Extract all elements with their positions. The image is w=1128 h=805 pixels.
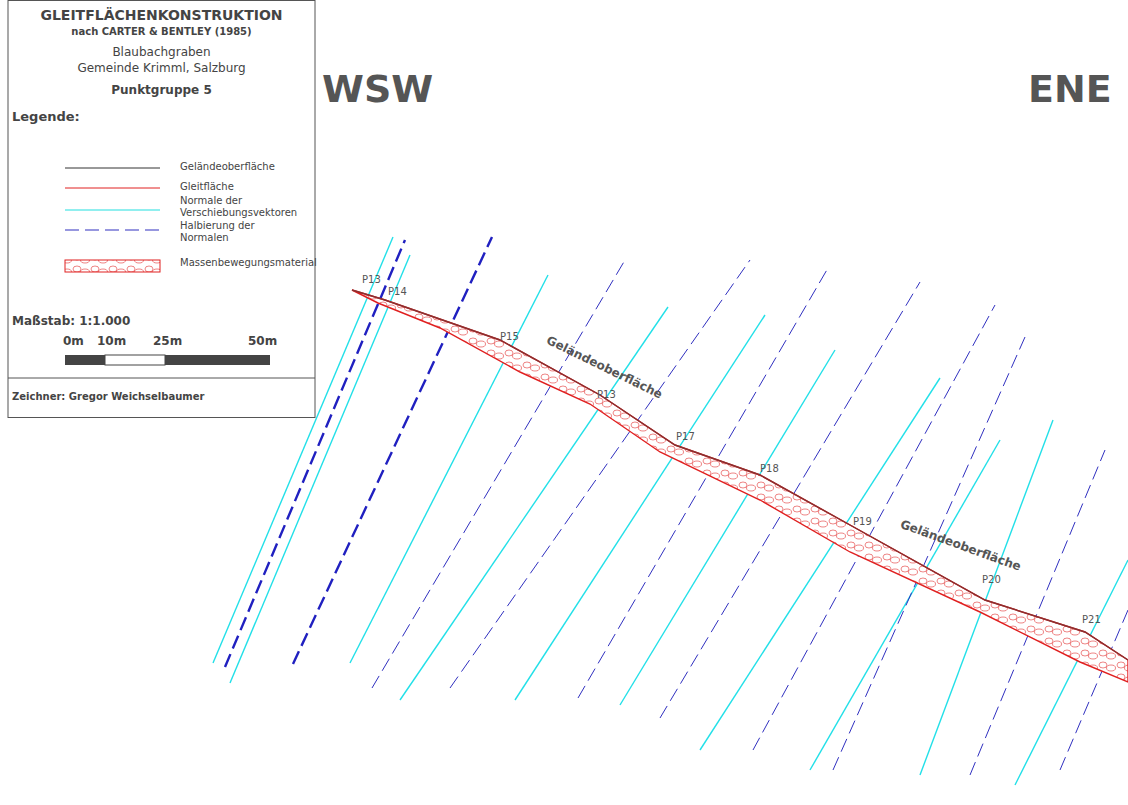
title-frame xyxy=(8,1,315,418)
point-label: P15 xyxy=(500,331,519,343)
legend-text: Geländeoberfläche xyxy=(180,161,275,173)
legend-text: Massenbewegungsmaterial xyxy=(180,257,305,269)
point-label: P14 xyxy=(388,286,407,298)
author-label: Zeichner: Gregor Weichselbaumer xyxy=(12,391,204,403)
scale-tick: 0m xyxy=(63,335,84,349)
mass-material xyxy=(352,290,1128,682)
bisector-line xyxy=(578,268,828,698)
location: Blaubachgraben xyxy=(8,46,315,60)
legend-text: Gleitfläche xyxy=(180,181,234,193)
group-label: Punktgruppe 5 xyxy=(8,84,315,98)
bisector-line xyxy=(372,260,625,688)
direction-label: ENE xyxy=(1028,68,1112,112)
point-label: P13 xyxy=(362,274,381,286)
subtitle: nach CARTER & BENTLEY (1985) xyxy=(8,26,315,38)
location: Gemeinde Krimml, Salzburg xyxy=(8,62,315,76)
scale-label: Maßstab: 1:1.000 xyxy=(12,315,130,329)
point-label: P17 xyxy=(676,431,695,443)
point-label: P20 xyxy=(982,574,1001,586)
point-label: P18 xyxy=(760,463,779,475)
direction-label: WSW xyxy=(322,68,433,112)
legend-text: Halbierung der Normalen xyxy=(180,220,305,243)
normal-line xyxy=(920,420,1053,775)
bisector-line xyxy=(753,305,995,750)
legend-text: Normale der Verschiebungsvektoren xyxy=(180,195,305,218)
diagram-title: GLEITFLÄCHENKONSTRUKTION xyxy=(8,7,315,23)
scale-tick: 10m xyxy=(97,335,126,349)
scale-tick: 50m xyxy=(248,335,277,349)
point-label: P13 xyxy=(597,389,616,401)
scale-tick: 25m xyxy=(153,335,182,349)
terrain-line xyxy=(352,290,1128,660)
normal-line xyxy=(620,350,835,705)
bisector-line xyxy=(293,237,492,664)
point-label: P21 xyxy=(1082,614,1101,626)
point-label: P19 xyxy=(853,516,872,528)
legend-heading: Legende: xyxy=(12,110,80,125)
